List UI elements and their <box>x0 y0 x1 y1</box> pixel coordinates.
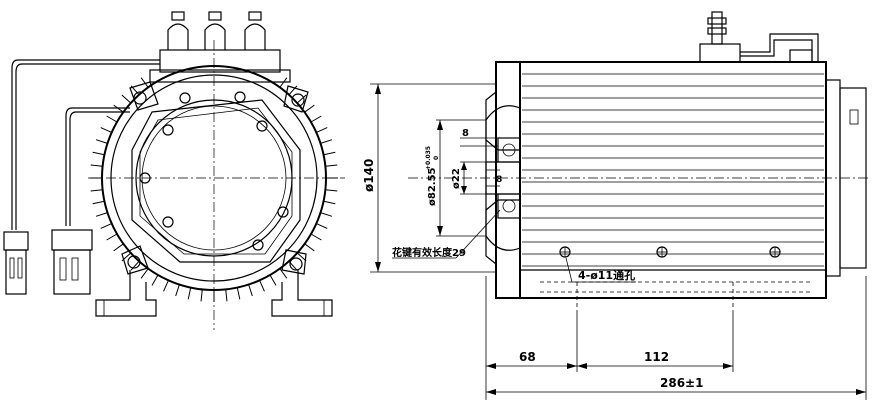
cooling-fin <box>92 151 105 156</box>
cooling-fin <box>90 189 103 192</box>
mount-offset-label: 68 <box>519 350 536 364</box>
cooling-fin <box>90 164 103 167</box>
mount-holes-note: 4-ø11通孔 <box>578 269 635 282</box>
cooling-fin <box>106 233 118 241</box>
cooling-fin <box>113 243 124 252</box>
cooling-fin <box>163 280 169 292</box>
cover-plate <box>131 99 301 263</box>
cooling-fin <box>225 289 228 302</box>
mount-spacing-label: 112 <box>644 350 669 364</box>
cooling-fin <box>248 284 253 297</box>
body-diameter-label: ø140 <box>362 159 376 192</box>
housing-outer-ring <box>101 65 327 291</box>
base-feet <box>95 270 333 317</box>
cooling-fin <box>323 200 336 205</box>
rear-cover <box>839 87 867 269</box>
cooling-fin <box>92 200 105 205</box>
cooling-fin <box>100 127 112 133</box>
cooling-fin <box>316 223 328 229</box>
cooling-fin <box>106 115 118 123</box>
cooling-fin <box>279 268 288 279</box>
cooling-fin <box>325 164 338 167</box>
shaft-diameter-label: ø22 <box>451 168 462 189</box>
cooling-fin <box>187 287 192 300</box>
cover-bolt-holes <box>139 91 289 251</box>
cooling-fin <box>320 212 333 217</box>
cooling-fin <box>304 243 315 252</box>
cooling-fin <box>140 77 149 88</box>
terminal-posts <box>149 11 291 83</box>
cooling-fin <box>296 94 307 104</box>
dimension-lines <box>370 83 867 400</box>
cooling-fin <box>140 268 149 279</box>
connector-left-top <box>3 231 29 251</box>
cover-plate-inner <box>139 107 293 255</box>
side-view <box>408 11 870 310</box>
connector-right-body <box>53 249 91 295</box>
spline-tolerance-lower: 0 <box>433 156 440 160</box>
end-cap-inner-circle <box>141 105 287 251</box>
cooling-fin <box>288 85 298 96</box>
spline-diameter-label: ø82.55 <box>427 167 438 206</box>
radial-fins <box>90 77 338 302</box>
front-view <box>3 11 345 330</box>
cooling-fin <box>113 104 124 113</box>
spline-length-note: 花键有效长度29 <box>392 246 466 259</box>
connector-left-body <box>5 249 27 295</box>
dimension-labels: ø140 ø82.55 +0.035 0 ø22 8 8 花键有效长度29 4-… <box>362 128 703 390</box>
spline-tolerance-upper: +0.035 <box>425 146 432 170</box>
body-fins <box>522 73 824 267</box>
cooling-fin <box>320 139 333 144</box>
cooling-fin <box>95 139 108 144</box>
cooling-fin <box>151 274 159 286</box>
cooling-fin <box>323 151 336 156</box>
cooling-fin <box>175 284 180 297</box>
cooling-fin <box>269 274 277 286</box>
cooling-fin <box>310 115 322 123</box>
cooling-fin <box>296 252 307 262</box>
housing-inner-ring <box>110 74 318 282</box>
shaft-section <box>485 105 521 251</box>
cooling-fin <box>325 189 338 192</box>
mount-bolts <box>520 246 826 310</box>
cable-assembly <box>3 59 160 295</box>
cooling-fin <box>200 289 203 302</box>
side-terminal <box>699 11 819 63</box>
cooling-fin <box>316 127 328 133</box>
cooling-fin <box>130 260 140 271</box>
cooling-fin <box>304 104 315 113</box>
overall-length-label: 286±1 <box>660 376 703 390</box>
cooling-fin <box>95 212 108 217</box>
cooling-fin <box>121 94 132 104</box>
connector-right-top <box>51 229 93 251</box>
key-width-top-label: 8 <box>462 128 469 139</box>
cooling-fin <box>259 280 265 292</box>
cooling-fin <box>310 233 322 241</box>
cooling-fin <box>100 223 112 229</box>
key-width-mid-label: 8 <box>496 175 502 185</box>
flange-lip <box>485 90 497 266</box>
motor-body <box>519 61 827 299</box>
mounting-ears <box>121 81 309 275</box>
cooling-fin <box>236 287 241 300</box>
